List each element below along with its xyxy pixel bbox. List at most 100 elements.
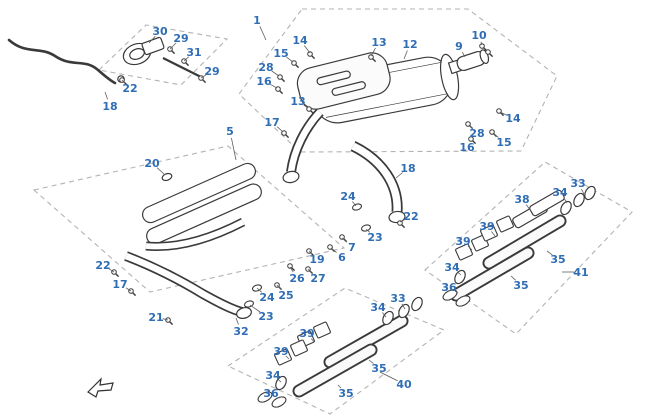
part-number-label-7: 7 [348,241,356,254]
front-pipe-assembly-drawing [141,162,262,251]
leader-line [200,74,207,79]
part-number-label-32: 32 [233,325,248,338]
part-number-label-38: 38 [514,193,529,206]
gasket-icon [312,321,332,339]
part-number-label-34: 34 [552,186,568,199]
leader-line [125,287,132,292]
part-number-label-34: 34 [370,301,386,314]
part-number-label-40: 40 [396,378,412,391]
part-number-label-23: 23 [367,231,382,244]
part-number-label-29: 29 [173,32,188,45]
front-pipe-assembly-region [32,145,346,293]
part-number-label-6: 6 [338,251,346,264]
leader-line [259,26,267,41]
leader-line [467,245,473,251]
muffler-assembly-region [238,8,558,153]
gasket-icon [495,215,515,233]
mid-pipe-drawing [282,108,406,224]
part-number-label-12: 12 [402,38,417,51]
leader-line [108,268,115,273]
part-number-label-13: 13 [371,36,386,49]
leader-line [156,167,166,176]
part-number-label-28: 28 [469,127,484,140]
leader-line [454,290,459,294]
part-number-label-34: 34 [444,261,460,274]
part-number-label-28: 28 [258,61,273,74]
part-number-label-9: 9 [455,40,463,53]
leader-line [162,318,169,321]
part-number-label-31: 31 [186,46,201,59]
leader-line [456,271,462,276]
exhaust-valve-assembly-drawing [122,36,204,79]
tail-tip-kit-41-drawing [440,184,598,309]
leader-line [256,287,263,293]
leader-line [330,247,337,253]
seal-ring-icon [351,202,363,212]
part-number-label-35: 35 [513,279,528,292]
part-number-label-33: 33 [390,292,405,305]
part-number-label-41: 41 [573,266,588,279]
part-number-label-24: 24 [259,291,275,304]
part-number-label-22: 22 [122,82,137,95]
bolt-icon [164,317,174,326]
clamp-ring-icon [409,295,425,313]
part-number-label-18: 18 [102,100,117,113]
leader-line [308,250,313,255]
leader-line [278,379,282,383]
part-number-label-13: 13 [290,95,305,108]
part-number-label-27: 27 [310,272,325,285]
part-number-label-33: 33 [570,177,585,190]
valve-assembly-region [97,24,229,86]
leader-line [276,284,282,291]
part-number-label-34: 34 [265,369,281,382]
leader-line [370,47,376,57]
leader-line [271,70,280,77]
leader-line [368,359,374,364]
leader-line [303,45,311,54]
part-number-label-16: 16 [459,141,475,154]
part-number-label-17: 17 [112,278,127,291]
part-number-label-23: 23 [258,310,273,323]
leader-line [581,188,585,195]
leader-line [231,137,237,161]
leader-line [104,91,108,100]
leader-line [169,42,177,50]
part-number-label-39: 39 [479,220,494,233]
part-number-label-26: 26 [289,272,305,285]
part-number-label-39: 39 [273,345,288,358]
part-number-label-35: 35 [338,387,353,400]
leader-line [341,237,348,243]
part-drawings [7,36,598,410]
part-number-label-20: 20 [144,157,160,170]
leader-line [307,268,314,274]
leader-line [235,317,239,325]
part-number-label-17: 17 [264,116,279,129]
leader-line [480,41,483,46]
bolt-icon [339,233,348,243]
part-number-label-25: 25 [278,289,293,302]
leader-line [382,312,387,318]
part-number-label-19: 19 [309,253,324,266]
tail-tip-kit-40-drawing [255,295,425,410]
bolt-icon [307,51,316,60]
leader-line [337,384,342,389]
part-number-label-22: 22 [403,210,418,223]
muffler-drawing [296,49,490,124]
clamp-ring-icon [558,199,574,217]
leader-line [285,355,290,360]
part-number-label-18: 18 [400,162,415,175]
part-number-label-29: 29 [204,65,219,78]
leader-line [499,111,507,116]
leader-line [399,219,406,223]
leader-line [148,35,156,44]
part-number-label-22: 22 [95,259,110,272]
leader-line [462,51,466,58]
part-number-label-30: 30 [152,25,168,38]
leader-line [352,201,357,207]
leader-line [468,124,473,129]
part-number-label-15: 15 [273,47,288,60]
assembly-group-outlines [32,8,633,415]
part-number-label-14: 14 [505,112,521,125]
